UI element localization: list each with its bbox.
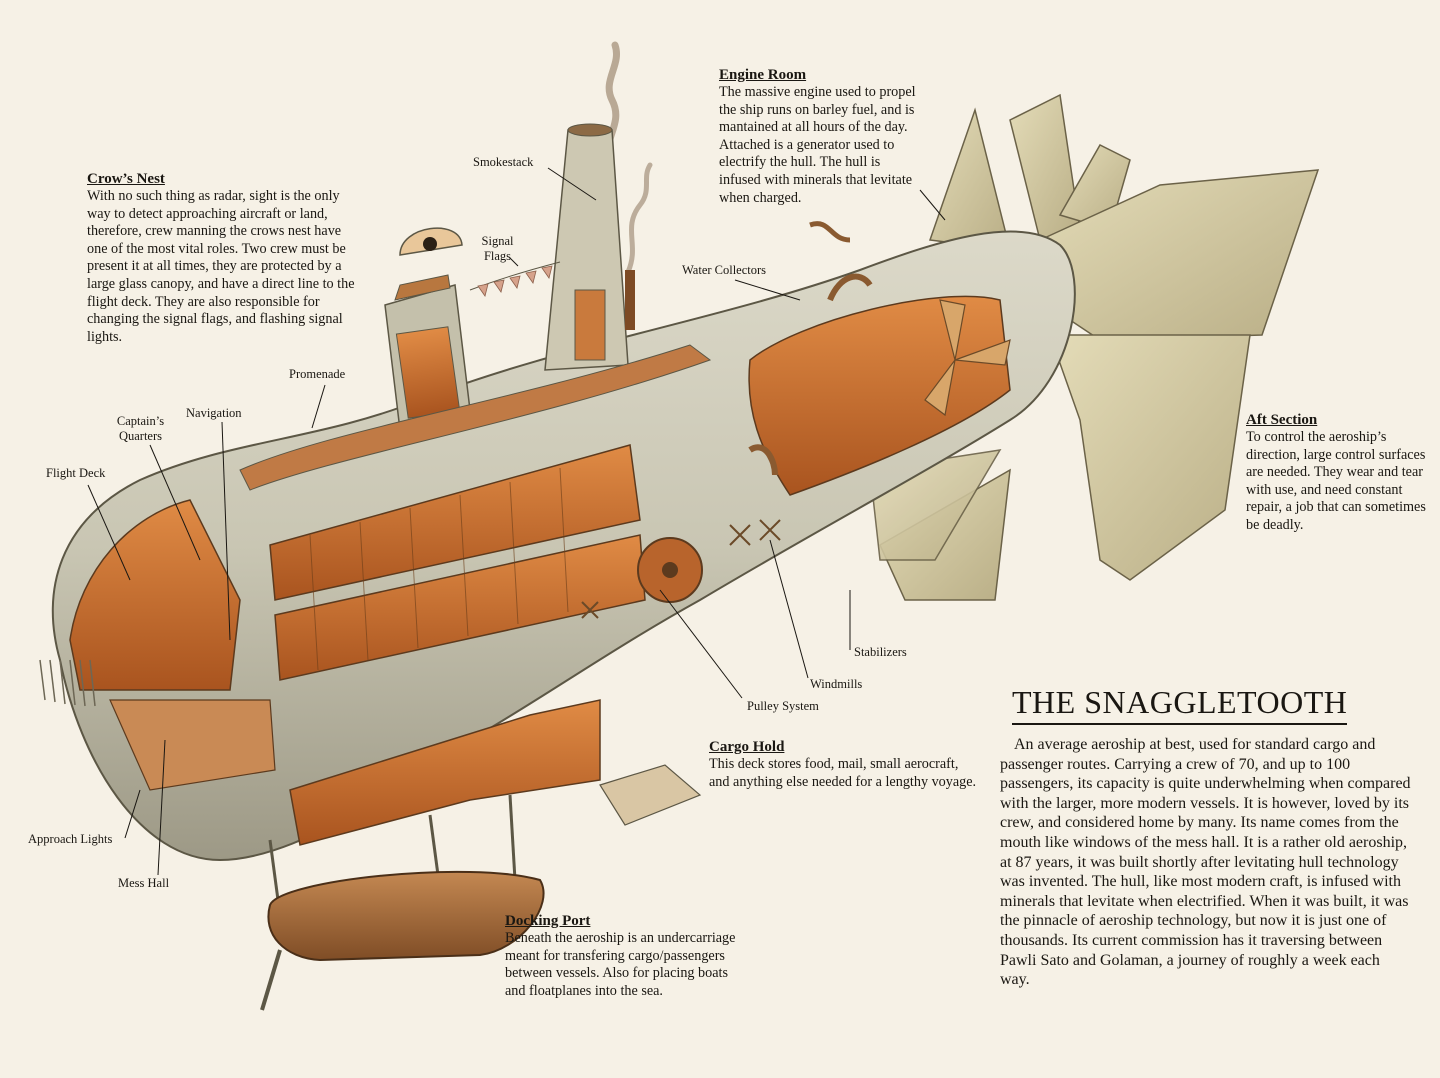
water-collector bbox=[748, 444, 778, 476]
promenade-deck bbox=[239, 344, 712, 491]
cargo-hold-text: This deck stores food, mail, small aeroc… bbox=[709, 756, 977, 790]
aft-section-text: To control the aeroship’s direction, lar… bbox=[1246, 429, 1426, 533]
smoke-plume-small bbox=[625, 162, 653, 275]
cargo-hold-callout: Cargo Hold This deck stores food, mail, … bbox=[709, 738, 977, 791]
label-captains-quarters: Captain’s Quarters bbox=[108, 414, 173, 444]
title-underline bbox=[1012, 723, 1348, 725]
cargo-hold-heading: Cargo Hold bbox=[709, 739, 785, 755]
water-collector bbox=[809, 221, 851, 243]
propeller bbox=[924, 299, 1011, 417]
mess-hall-mouth-windows bbox=[39, 659, 96, 707]
label-approach-lights: Approach Lights bbox=[28, 832, 113, 846]
description-text: An average aeroship at best, used for st… bbox=[1000, 736, 1411, 989]
label-mess-hall: Mess Hall bbox=[118, 876, 170, 890]
docking-port-callout: Docking Port Beneath the aeroship is an … bbox=[505, 912, 750, 1000]
label-windmills: Windmills bbox=[810, 677, 863, 691]
label-pulley-system: Pulley System bbox=[747, 699, 819, 713]
label-signal-flags-line2: Flags bbox=[483, 249, 512, 263]
cargo-hold-cutaway bbox=[289, 699, 601, 846]
label-signal-flags-line1: Signal bbox=[481, 234, 514, 248]
label-stabilizers: Stabilizers bbox=[854, 645, 907, 659]
windmills bbox=[581, 519, 781, 619]
docking-ladder bbox=[260, 949, 282, 1011]
upper-tail-fin bbox=[928, 93, 1131, 251]
docking-port-text: Beneath the aeroship is an undercarriage… bbox=[505, 930, 736, 999]
title-wrap: THE SNAGGLETOOTH bbox=[1000, 684, 1348, 725]
docking-port-pod bbox=[267, 870, 545, 962]
crows-nest-callout: Crow’s Nest With no such thing as radar,… bbox=[87, 170, 362, 346]
label-water-collectors: Water Collectors bbox=[682, 263, 767, 277]
engine-room-cutaway bbox=[748, 295, 1011, 496]
aft-section-heading: Aft Section bbox=[1246, 412, 1318, 428]
label-signal-flags: Signal Flags bbox=[470, 234, 525, 264]
signal-flags-line bbox=[469, 261, 561, 291]
signal-flags bbox=[477, 265, 553, 297]
cargo-ramp bbox=[599, 764, 702, 826]
title-block: THE SNAGGLETOOTH An average aeroship at … bbox=[1000, 684, 1412, 990]
lower-tail-fin bbox=[1048, 334, 1251, 581]
page-title: THE SNAGGLETOOTH bbox=[1012, 684, 1348, 720]
docking-port-heading: Docking Port bbox=[505, 913, 591, 929]
engine-room-text: The massive engine used to propel the sh… bbox=[719, 84, 916, 206]
aft-section-callout: Aft Section To control the aeroship’s di… bbox=[1246, 411, 1426, 535]
cabin-grid bbox=[309, 467, 569, 671]
label-captains-quarters-line1: Captain’s bbox=[116, 414, 165, 428]
crows-nest-heading: Crow’s Nest bbox=[87, 171, 165, 187]
label-captains-quarters-line2: Quarters bbox=[118, 429, 163, 443]
water-collector bbox=[827, 273, 873, 302]
leader-lines bbox=[87, 167, 946, 876]
crows-nest-text: With no such thing as radar, sight is th… bbox=[87, 188, 355, 345]
engine-room-heading: Engine Room bbox=[719, 67, 807, 83]
label-navigation: Navigation bbox=[186, 406, 242, 420]
mess-hall-cutaway bbox=[109, 699, 276, 791]
label-flight-deck: Flight Deck bbox=[46, 466, 106, 480]
engine-room-callout: Engine Room The massive engine used to p… bbox=[719, 66, 919, 207]
label-promenade: Promenade bbox=[289, 367, 346, 381]
flight-deck-cutaway bbox=[69, 499, 241, 691]
label-smokestack: Smokestack bbox=[473, 155, 534, 169]
